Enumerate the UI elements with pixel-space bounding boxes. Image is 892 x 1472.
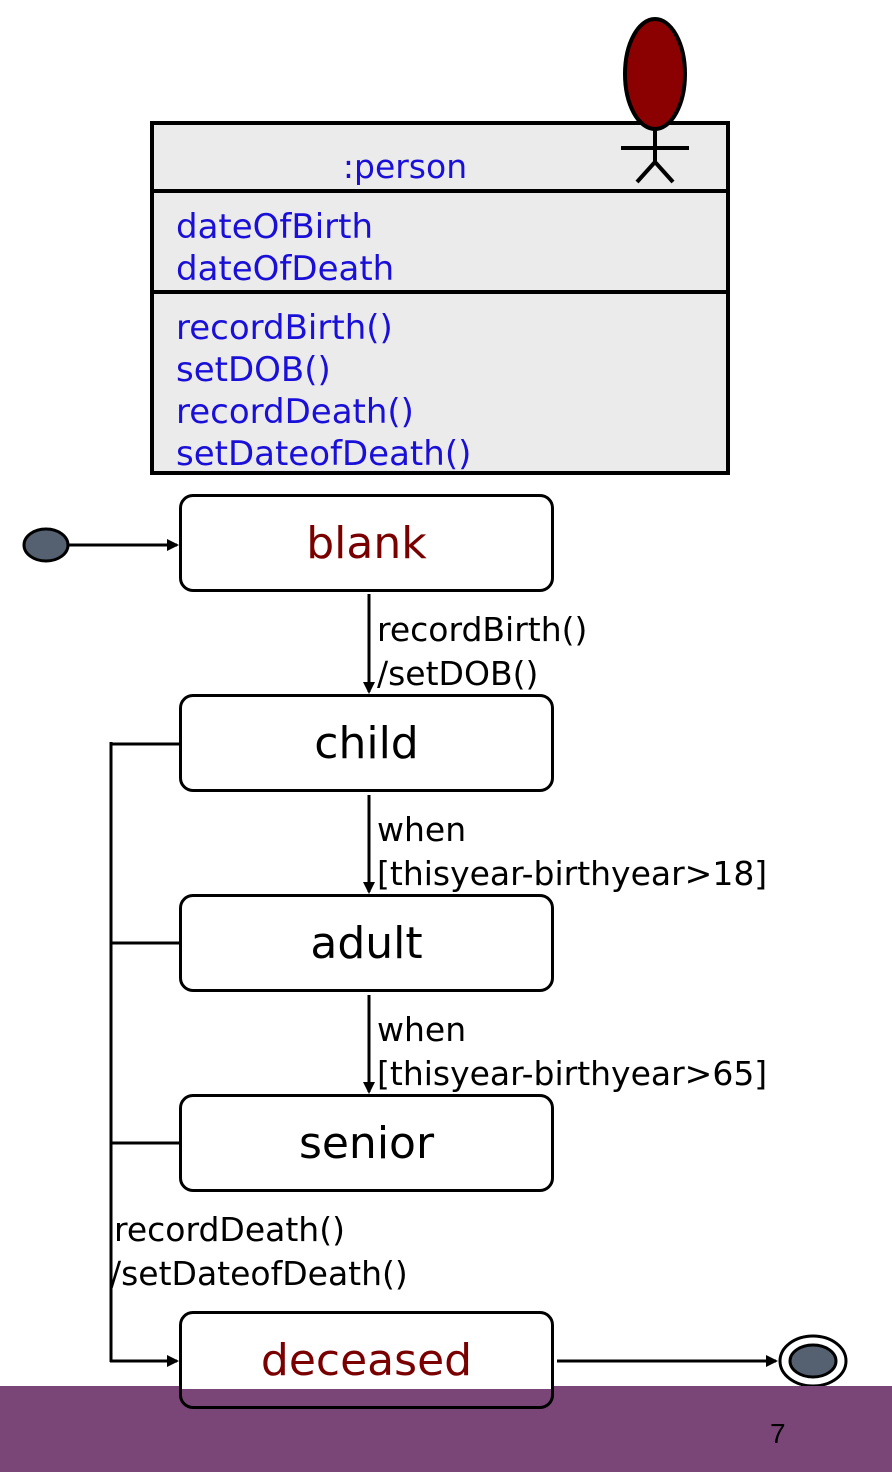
label-record-death: recordDeath() [114, 1210, 345, 1249]
operation-set-dob: setDOB() [176, 350, 331, 390]
attribute-date-of-death: dateOfDeath [176, 249, 395, 289]
label-set-dob: /setDOB() [377, 654, 539, 693]
actor-icon [621, 17, 689, 184]
label-when-18: when [377, 810, 467, 849]
state-child: child [179, 694, 554, 792]
operation-record-death: recordDeath() [176, 392, 414, 432]
state-adult: adult [179, 894, 554, 992]
label-record-birth: recordBirth() [377, 610, 588, 649]
operation-record-birth: recordBirth() [176, 308, 393, 348]
state-deceased: deceased [179, 1311, 554, 1409]
state-blank: blank [179, 494, 554, 592]
attributes-compartment: dateOfBirth dateOfDeath [154, 193, 726, 294]
class-name: :person [342, 147, 468, 186]
operation-set-date-of-death: setDateofDeath() [176, 434, 472, 474]
state-senior: senior [179, 1094, 554, 1192]
label-guard-65: [thisyear-birthyear>65] [377, 1054, 768, 1093]
label-when-65: when [377, 1010, 467, 1049]
initial-pseudostate [22, 527, 70, 563]
person-class-box: :person dateOfBirth dateOfDeath recordBi… [150, 121, 730, 475]
label-set-date-of-death: /setDateofDeath() [110, 1254, 408, 1293]
page-number: 7 [770, 1418, 786, 1449]
final-pseudostate [788, 1343, 838, 1379]
class-name-compartment: :person [154, 125, 726, 193]
label-guard-18: [thisyear-birthyear>18] [377, 854, 768, 893]
attribute-date-of-birth: dateOfBirth [176, 207, 374, 247]
